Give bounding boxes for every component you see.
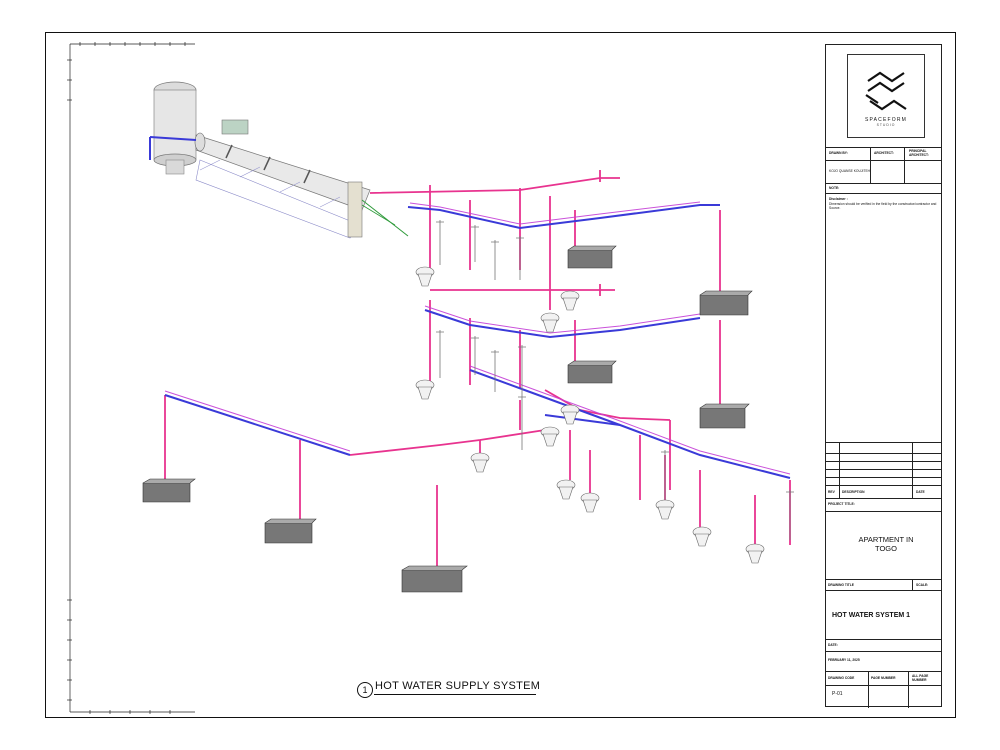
solar-water-heater — [149, 119, 409, 239]
scale-label: SCALE: — [916, 583, 929, 587]
caption-number: 1 — [357, 682, 373, 698]
shower-fittings — [436, 220, 794, 540]
drawing-sheet-border — [45, 32, 956, 718]
drawing-title-label: DRAWING TITLE — [828, 583, 855, 587]
drawing-code-label: DRAWING CODE — [828, 676, 855, 680]
supply-pipes — [164, 204, 791, 479]
brand-name: SPACEFORM — [864, 117, 908, 123]
disclaimer-text: Dimension should be verified in the fiel… — [829, 202, 937, 210]
drawing-title: HOT WATER SYSTEM 1 — [832, 612, 911, 619]
mixed-pipes — [164, 201, 791, 475]
all-page-number-label: ALL PAGE NUMBER — [912, 674, 929, 682]
note-label: NOTE: — [829, 186, 840, 190]
drawing-caption: HOT WATER SUPPLY SYSTEM — [375, 680, 541, 692]
drawn-by-label: DRAWN BY: — [829, 151, 848, 155]
project-title-label: PROJECT TITLE: — [828, 502, 855, 506]
description-label: DESCRIPTION — [842, 490, 865, 494]
fixtures — [142, 245, 753, 593]
rev-date-label: DATE — [916, 490, 925, 494]
hot-water-pipes — [164, 170, 791, 575]
ruler-ticks — [67, 42, 195, 714]
drawing-code: P-01 — [832, 691, 843, 697]
brand-sub: STUDIO — [876, 123, 896, 127]
spaceform-logo-icon — [865, 71, 907, 111]
principal-architect-label: PRINCIPAL ARCHITECT: — [909, 149, 929, 157]
drawn-by-value: KOJO QUANSE KOUJITEH — [829, 169, 871, 173]
water-storage-tank — [153, 81, 197, 175]
project-title: APARTMENT IN TOGO — [858, 535, 914, 553]
logo-box: SPACEFORM STUDIO — [847, 54, 925, 138]
caption-underline — [374, 694, 536, 695]
architect-label: ARCHITECT: — [874, 151, 894, 155]
page-number-label: PAGE NUMBER — [871, 676, 896, 680]
title-block: SPACEFORM STUDIO DRAWN BY: ARCHITECT: PR… — [825, 44, 942, 708]
date-value: FEBRUARY 11, 2025 — [828, 658, 860, 662]
wash-basins — [415, 266, 765, 564]
date-label: DATE: — [828, 643, 838, 647]
rev-label: REV — [828, 490, 835, 494]
disclaimer-title: Disclaimer : — [829, 197, 848, 201]
